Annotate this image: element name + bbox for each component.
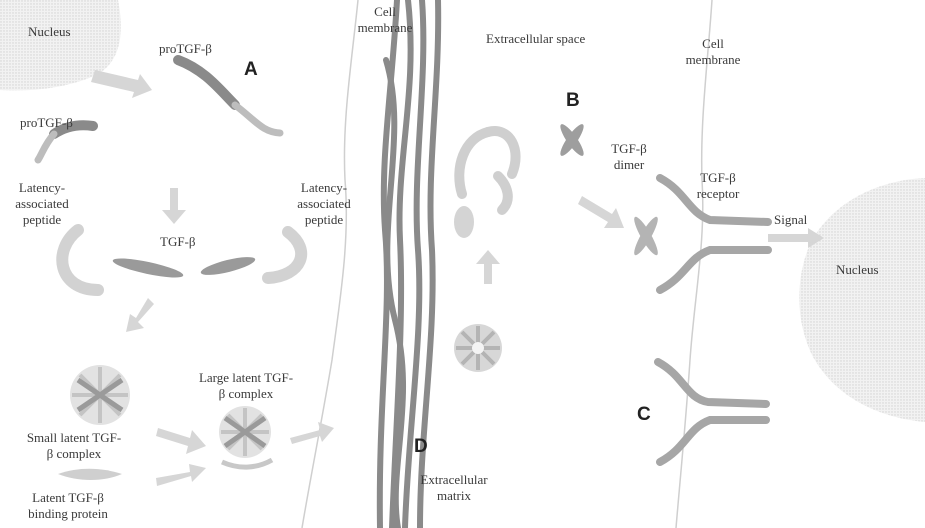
nucleus-right-label: Nucleus bbox=[836, 262, 879, 278]
lap-right-line-3: peptide bbox=[284, 212, 364, 228]
nucleus-left-label: Nucleus bbox=[28, 24, 71, 40]
panel-letter-b: B bbox=[566, 90, 580, 112]
large-latent-line-2: β complex bbox=[186, 386, 306, 402]
tgf-receptor-line-1: TGF-β bbox=[688, 170, 748, 186]
lap-right-line-2: associated bbox=[284, 196, 364, 212]
tgf-receptor-line-2: receptor bbox=[688, 186, 748, 202]
protgf-top-label: proTGF-β bbox=[159, 41, 212, 57]
released-lap-blob bbox=[454, 206, 474, 238]
tgf-beta-label: TGF-β bbox=[160, 234, 196, 250]
tgf-receptors bbox=[658, 178, 768, 462]
receptor-bound-dimer bbox=[631, 214, 662, 257]
right-nucleus-shape bbox=[799, 178, 925, 422]
large-latent-complex-label: Large latent TGF- β complex bbox=[186, 370, 306, 402]
small-latent-line-1: Small latent TGF- bbox=[12, 430, 136, 446]
small-latent-complex-label: Small latent TGF- β complex bbox=[12, 430, 136, 462]
ecm-line-1: Extracellular bbox=[404, 472, 504, 488]
extracellular-space-label: Extracellular space bbox=[486, 31, 585, 47]
tgf-dimer-shape bbox=[557, 122, 587, 159]
tgf-receptor-label: TGF-β receptor bbox=[688, 170, 748, 202]
tgf-dimer-line-2: dimer bbox=[604, 157, 654, 173]
small-latent-complex-shape bbox=[70, 365, 130, 425]
lap-right-label: Latency- associated peptide bbox=[284, 180, 364, 228]
lap-left-label: Latency- associated peptide bbox=[2, 180, 82, 228]
cell-membrane-left-label: Cell membrane bbox=[355, 4, 415, 36]
ltbp-line-2: binding protein bbox=[12, 506, 124, 522]
released-lap-ring bbox=[459, 131, 515, 210]
panel-letter-a: A bbox=[244, 59, 258, 81]
cell-membrane-right-label: Cell membrane bbox=[680, 36, 746, 68]
signal-label: Signal bbox=[774, 212, 807, 228]
lap-right-line-1: Latency- bbox=[284, 180, 364, 196]
cell-membrane-right-line-2: membrane bbox=[680, 52, 746, 68]
large-latent-line-1: Large latent TGF- bbox=[186, 370, 306, 386]
tgf-dimer-line-1: TGF-β bbox=[604, 141, 654, 157]
protgf-left-label: proTGF-β bbox=[20, 115, 73, 131]
matrix-bound-complex-shape bbox=[454, 324, 502, 372]
lap-left-line-2: associated bbox=[2, 196, 82, 212]
panel-letter-c: C bbox=[637, 404, 651, 426]
ecm-line-2: matrix bbox=[404, 488, 504, 504]
extracellular-matrix-label: Extracellular matrix bbox=[404, 472, 504, 504]
cell-membrane-left-line-1: Cell bbox=[355, 4, 415, 20]
lap-left-line-1: Latency- bbox=[2, 180, 82, 196]
large-latent-complex-shape bbox=[219, 406, 272, 467]
cell-membrane-right-line-1: Cell bbox=[680, 36, 746, 52]
ltbp-label: Latent TGF-β binding protein bbox=[12, 490, 124, 522]
tgf-beta-peptides bbox=[112, 253, 257, 281]
small-latent-line-2: β complex bbox=[12, 446, 136, 462]
ltbp-line-1: Latent TGF-β bbox=[12, 490, 124, 506]
tgf-dimer-label: TGF-β dimer bbox=[604, 141, 654, 173]
extracellular-matrix-fibres bbox=[380, 0, 438, 528]
cell-membrane-left-line-2: membrane bbox=[355, 20, 415, 36]
lap-left-line-3: peptide bbox=[2, 212, 82, 228]
latent-binding-protein-shape bbox=[58, 469, 122, 480]
left-cell-membrane bbox=[302, 0, 358, 528]
panel-letter-d: D bbox=[414, 436, 428, 458]
